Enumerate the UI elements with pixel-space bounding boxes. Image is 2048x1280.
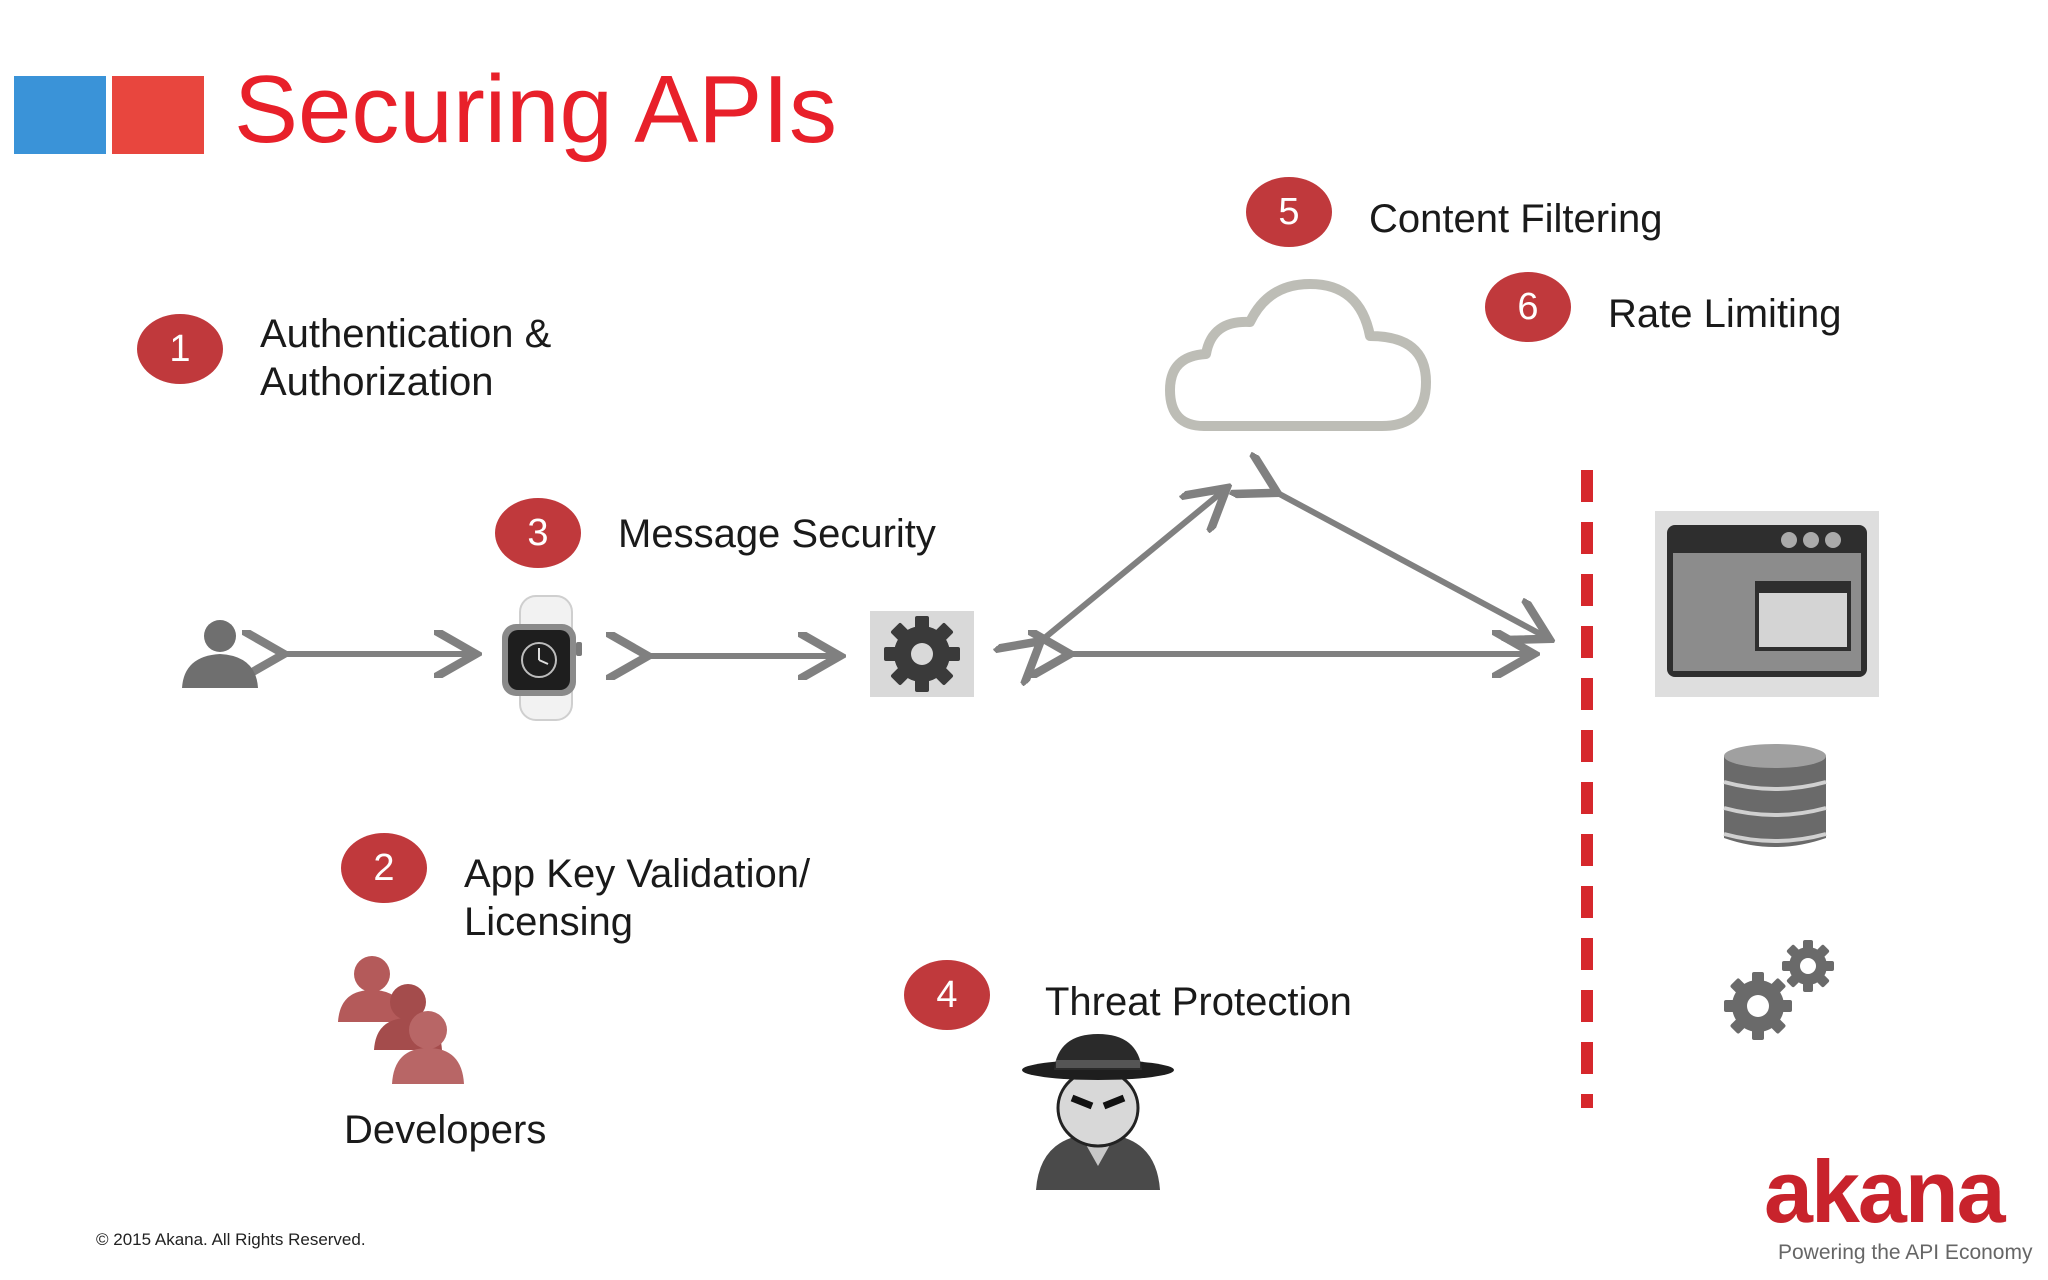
step-label-6: Rate Limiting xyxy=(1608,292,1842,336)
header-red-square xyxy=(112,76,204,154)
logo-tagline: Powering the API Economy xyxy=(1778,1241,2033,1264)
arrow-cloud-backend xyxy=(1272,490,1544,636)
header-blue-square xyxy=(14,76,106,154)
step-label-5: Content Filtering xyxy=(1369,197,1663,241)
arrow-gateway-cloud xyxy=(1036,492,1222,645)
step-badge-3: 3 xyxy=(495,498,581,568)
step-label-1: Authentication & Authorization xyxy=(260,310,551,406)
copyright-text: © 2015 Akana. All Rights Reserved. xyxy=(96,1230,366,1249)
step-label-2: App Key Validation/ Licensing xyxy=(464,850,810,946)
gear-icon xyxy=(870,611,974,697)
slide-title: Securing APIs xyxy=(234,56,837,163)
step-label-4: Threat Protection xyxy=(1045,980,1352,1024)
smartwatch-icon xyxy=(502,595,582,721)
step-label-3: Message Security xyxy=(618,512,936,556)
gears-icon xyxy=(1724,940,1834,1040)
cloud-icon xyxy=(1165,279,1431,431)
step-label-2-line2: Licensing xyxy=(464,900,634,944)
step-label-2-line1: App Key Validation/ xyxy=(464,852,811,896)
developers-label: Developers xyxy=(344,1108,547,1152)
database-icon xyxy=(1723,744,1827,847)
step-label-1-line2: Authorization xyxy=(260,360,494,404)
developers-icon xyxy=(338,956,464,1084)
step-badge-2: 2 xyxy=(341,833,427,903)
user-icon xyxy=(182,620,258,688)
hacker-icon xyxy=(1022,1034,1174,1190)
step-badge-4: 4 xyxy=(904,960,990,1030)
step-badge-1: 1 xyxy=(137,314,223,384)
step-badge-5: 5 xyxy=(1246,177,1332,247)
browser-window-icon xyxy=(1655,511,1879,697)
akana-logo: akana xyxy=(1764,1142,2006,1241)
step-label-1-line1: Authentication & xyxy=(260,312,552,356)
step-badge-6: 6 xyxy=(1485,272,1571,342)
